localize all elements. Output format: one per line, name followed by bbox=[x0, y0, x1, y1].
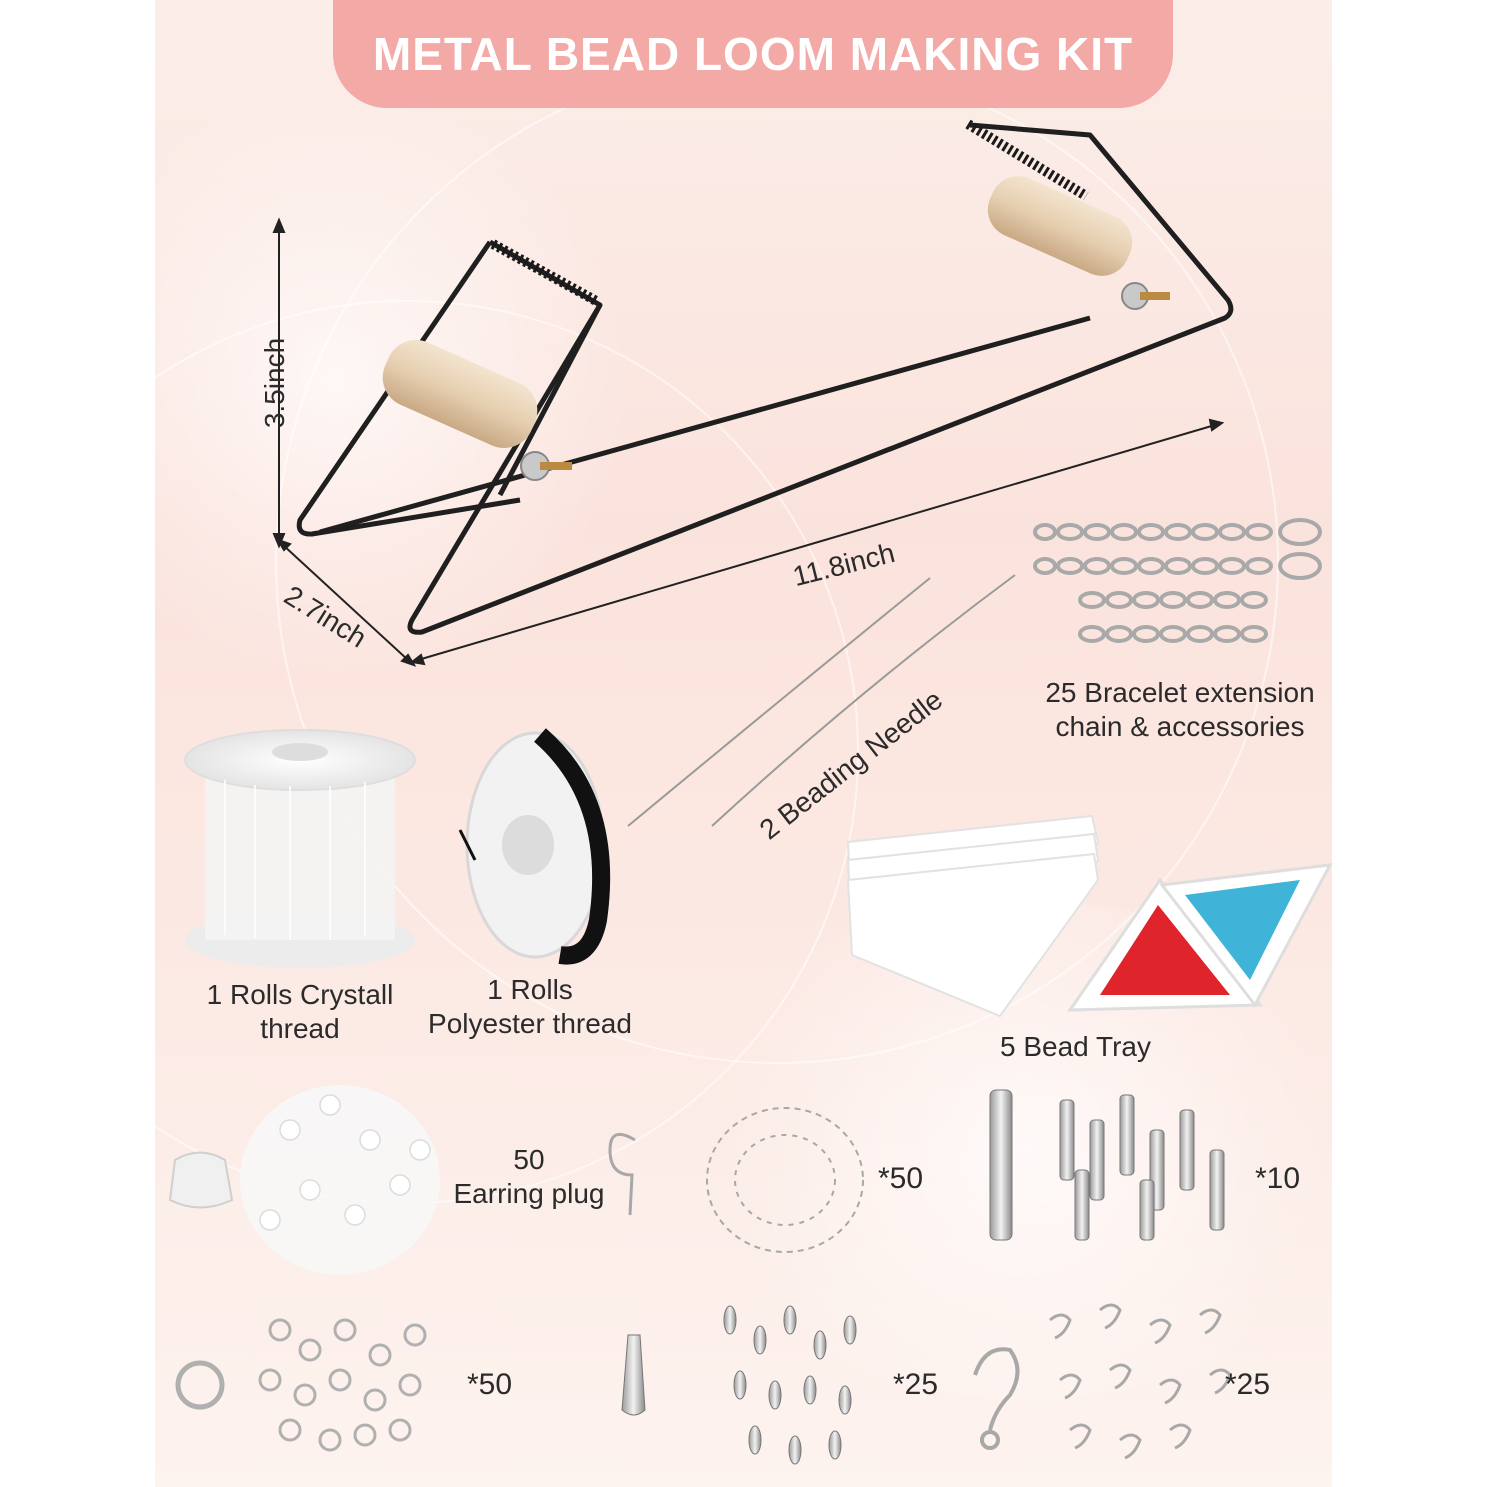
bead-trays bbox=[846, 814, 1333, 1018]
crystal-thread-spool bbox=[184, 729, 416, 968]
extension-chain-label: 25 Bracelet extension chain & accessorie… bbox=[1040, 676, 1320, 744]
polyester-thread-label: 1 Rolls Polyester thread bbox=[420, 973, 640, 1041]
red-beads bbox=[1100, 905, 1230, 995]
chain bbox=[1078, 625, 1268, 643]
loom-left-frame bbox=[296, 240, 521, 537]
crystal-thread-label: 1 Rolls Crystall thread bbox=[200, 978, 400, 1046]
bead-tips bbox=[621, 1305, 857, 1465]
earring-hooks bbox=[608, 1107, 864, 1253]
dimension-arrows bbox=[272, 217, 1225, 667]
crystal-thread-label-line2: thread bbox=[260, 1013, 340, 1044]
extension-chain-label-line2: chain & accessories bbox=[1055, 711, 1305, 742]
page-title: METAL BEAD LOOM MAKING KIT bbox=[372, 28, 1134, 80]
lobster-clasps bbox=[973, 1303, 1232, 1460]
bead-tray-label: 5 Bead Tray bbox=[1000, 1031, 1151, 1062]
earring-plug-label-line1: 50 bbox=[513, 1144, 545, 1175]
bead-tips-count: *25 bbox=[893, 1368, 939, 1401]
jump-rings-count: *50 bbox=[467, 1368, 513, 1401]
loom-frame-rail bbox=[407, 122, 1234, 635]
jump-rings bbox=[175, 1318, 427, 1452]
height-label: 3.5inch bbox=[259, 337, 291, 429]
end-caps-count: *10 bbox=[1255, 1162, 1301, 1195]
ribbon-end-caps bbox=[989, 1089, 1225, 1241]
earring-plug-label: 50 Earring plug bbox=[448, 1143, 610, 1211]
chain bbox=[1033, 518, 1322, 546]
extension-chain-label-line1: 25 Bracelet extension bbox=[1045, 677, 1315, 708]
beading-needles bbox=[627, 574, 1016, 827]
earring-plugs bbox=[168, 1085, 440, 1275]
polyester-thread-label-line2: Polyester thread bbox=[428, 1008, 632, 1039]
wooden-roller bbox=[382, 176, 1170, 481]
loom-spring bbox=[490, 119, 1089, 307]
earring-hooks-count: *50 bbox=[878, 1162, 924, 1195]
loom-back-rail bbox=[319, 315, 1091, 535]
chain bbox=[1033, 552, 1322, 580]
lobster-clasps-count: *25 bbox=[1225, 1368, 1271, 1401]
loom-left-brace bbox=[497, 303, 603, 497]
chain bbox=[1078, 591, 1268, 609]
title-banner: METAL BEAD LOOM MAKING KIT bbox=[333, 0, 1173, 108]
extension-chains bbox=[1033, 518, 1322, 643]
bead-loom bbox=[296, 122, 1234, 635]
polyester-thread-label-line1: 1 Rolls bbox=[487, 974, 573, 1005]
blue-beads bbox=[1185, 880, 1300, 980]
polyester-thread-spool bbox=[458, 728, 611, 965]
earring-plug-label-line2: Earring plug bbox=[453, 1178, 605, 1209]
crystal-thread-label-line1: 1 Rolls Crystall bbox=[206, 979, 394, 1010]
